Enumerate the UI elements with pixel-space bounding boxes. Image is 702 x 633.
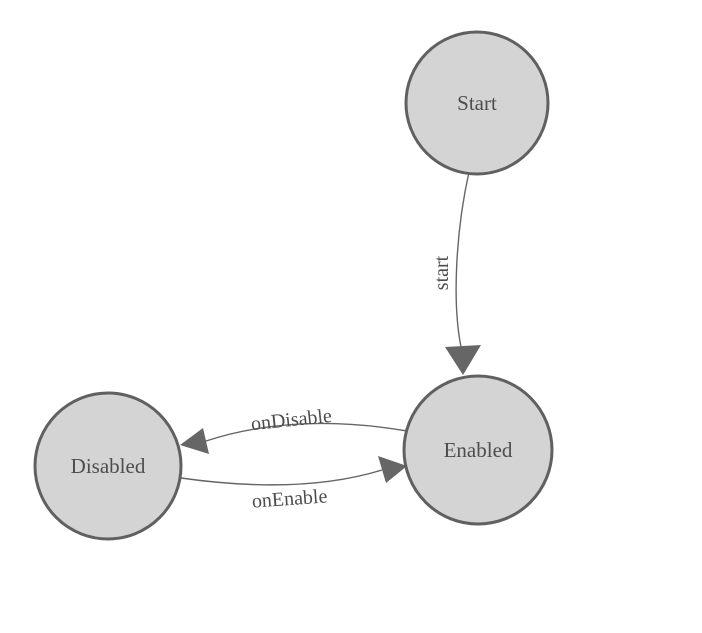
edge-on-disable xyxy=(205,422,408,442)
state-label-enabled: Enabled xyxy=(444,438,513,462)
state-node-disabled xyxy=(33,391,183,541)
arrowhead-on-enable-icon xyxy=(378,456,407,483)
edge-start-transition xyxy=(455,171,470,348)
state-node-enabled xyxy=(402,374,554,526)
arrowhead-start-transition-icon xyxy=(445,345,481,375)
state-label-disabled: Disabled xyxy=(71,454,146,478)
edge-label-start: start xyxy=(431,255,453,290)
state-label-start: Start xyxy=(457,91,497,115)
arrowhead-on-disable-icon xyxy=(180,428,209,454)
state-node-start xyxy=(404,30,550,176)
edge-label-on-enable: onEnable xyxy=(251,485,328,512)
edge-label-on-disable: onDisable xyxy=(250,405,333,435)
edge-on-enable xyxy=(180,469,383,486)
